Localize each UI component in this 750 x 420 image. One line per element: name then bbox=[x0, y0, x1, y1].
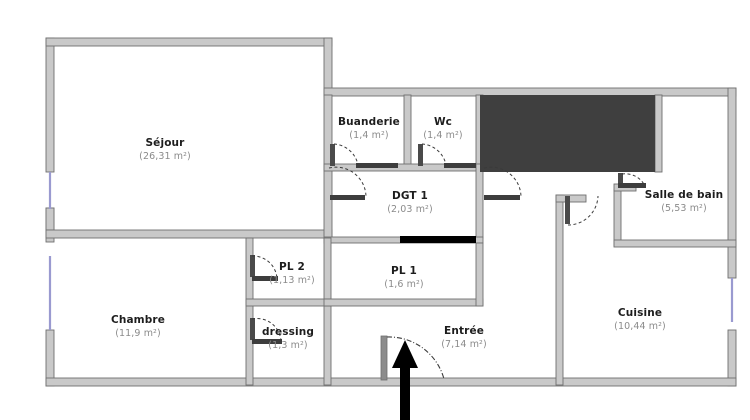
wall-pl1-right bbox=[475, 242, 484, 307]
door-leaf-buanderie bbox=[330, 144, 335, 166]
door-arc-sdb bbox=[621, 173, 646, 187]
entry-arrow-head bbox=[392, 340, 418, 368]
door-arc-buanderie bbox=[333, 143, 359, 166]
wall-pl-right bbox=[323, 237, 332, 386]
window-group bbox=[48, 172, 734, 330]
door-leaf-dressing bbox=[250, 318, 255, 340]
thick-wall-segment bbox=[400, 236, 476, 243]
door-leaf-cuisine bbox=[565, 196, 570, 224]
door-arc-pl2 bbox=[251, 255, 278, 280]
wall-exterior-top bbox=[45, 37, 333, 47]
door-group bbox=[250, 143, 646, 381]
door-sill-dressing bbox=[252, 339, 282, 344]
door-arc-wc bbox=[421, 143, 447, 166]
entry-arrow-shaft bbox=[400, 365, 410, 420]
wall-exterior-right bbox=[727, 87, 737, 279]
wall-dgt1-right bbox=[475, 163, 484, 239]
wall-sdb-bottom bbox=[613, 239, 737, 248]
wall-top-step bbox=[323, 87, 737, 97]
door-sill-dgt1-left bbox=[330, 195, 365, 200]
wall-group bbox=[45, 37, 737, 387]
door-arc-dressing bbox=[251, 318, 282, 343]
wall-pl1-bottom bbox=[323, 298, 484, 307]
door-leaf-entree bbox=[380, 335, 388, 381]
unlabelled-dark-area bbox=[480, 95, 655, 172]
door-arc-dgt1-left bbox=[328, 166, 367, 198]
wall-exterior-bottom bbox=[45, 377, 737, 387]
door-arc-dgt1-right bbox=[483, 166, 522, 198]
door-sill-buanderie bbox=[356, 163, 398, 168]
wall-chambre-right bbox=[245, 237, 254, 386]
wall-darkblock-right bbox=[654, 94, 663, 173]
entry-direction-arrow bbox=[392, 340, 418, 420]
door-leaf-pl2 bbox=[250, 255, 255, 277]
wall-buanderie-wc-divider bbox=[403, 94, 412, 171]
door-sill-pl2 bbox=[252, 276, 278, 281]
door-sill-dgt1-right bbox=[484, 195, 520, 200]
wall-sejour-bottom bbox=[45, 229, 333, 239]
wall-cuisine-top-stub bbox=[555, 194, 587, 203]
wall-sejour-right-upper bbox=[323, 37, 333, 96]
wall-pl2-dressing-divider bbox=[245, 298, 332, 307]
wall-sdb-left bbox=[613, 189, 622, 247]
wall-cuisine-left bbox=[555, 194, 564, 386]
door-leaf-sdb bbox=[618, 173, 623, 186]
wall-exterior-left-lower bbox=[45, 207, 55, 231]
door-arc-cuisine bbox=[567, 195, 599, 226]
door-leaf-wc bbox=[418, 144, 423, 166]
door-sill-sdb bbox=[618, 183, 646, 188]
wall-exterior-left-upper bbox=[45, 37, 55, 173]
door-arc-entree bbox=[386, 336, 445, 380]
door-sill-wc bbox=[444, 163, 476, 168]
